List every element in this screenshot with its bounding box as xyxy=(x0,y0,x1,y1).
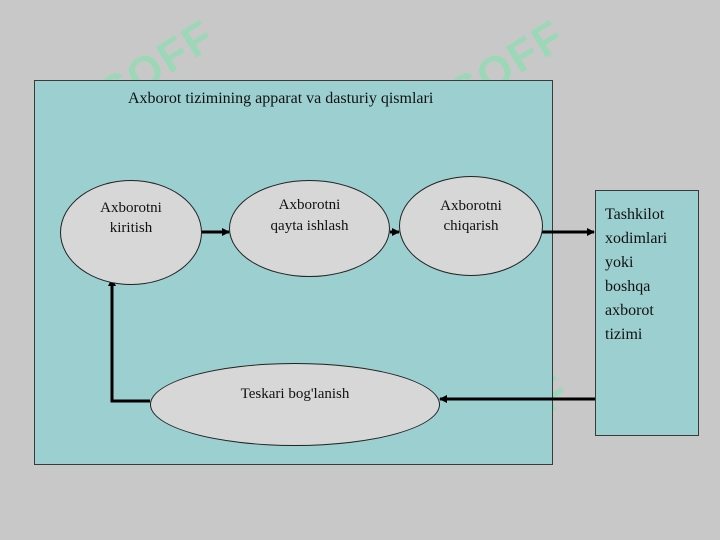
node-feedback: Teskari bog'lanish xyxy=(150,363,440,446)
node-input-line2: kiritish xyxy=(109,220,153,236)
node-processing-line2: qayta ishlash xyxy=(270,218,349,234)
node-feedback-label: Teskari bog'lanish xyxy=(240,386,350,402)
node-input-line1: Axborotni xyxy=(100,200,162,216)
node-processing-line1: Axborotni xyxy=(278,197,341,213)
node-output: Axborotni chiqarish xyxy=(399,176,543,276)
node-processing: Axborotni qayta ishlash xyxy=(229,180,390,277)
arrow-feedback-to-input xyxy=(108,278,150,403)
system-title: Axborot tizimining apparat va dasturiy q… xyxy=(128,90,434,107)
node-input: Axborotni kiritish xyxy=(60,180,202,285)
external-entity-label: Tashkilot xodimlari yoki boshqa axborot … xyxy=(605,206,668,343)
node-output-line1: Axborotni xyxy=(440,198,502,214)
external-entity-box: Tashkilot xodimlari yoki boshqa axborot … xyxy=(595,190,699,436)
node-output-line2: chiqarish xyxy=(443,218,499,234)
